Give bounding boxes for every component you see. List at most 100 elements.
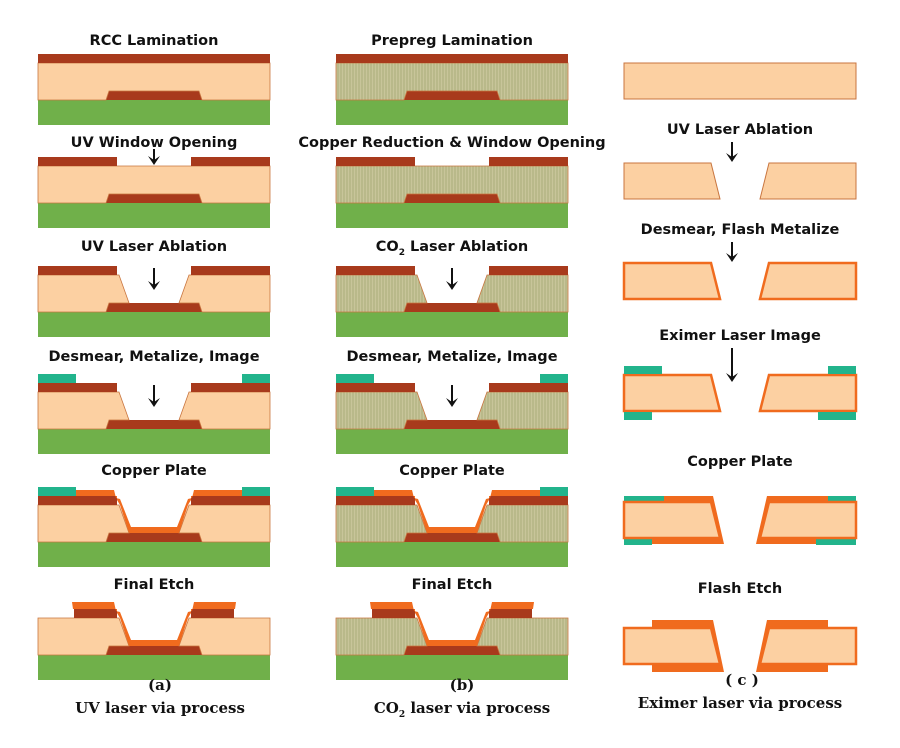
photoresist-left xyxy=(38,374,76,383)
inner-copper-pad xyxy=(106,533,202,542)
process-step xyxy=(623,62,857,100)
top-copper-foil-right xyxy=(191,383,270,392)
step-title: Prepreg Lamination xyxy=(371,33,533,49)
substrate-layer xyxy=(336,655,568,680)
dielectric-layer xyxy=(335,165,569,204)
inner-copper-pad xyxy=(106,646,202,655)
dielectric-right xyxy=(758,626,858,666)
step-title: RCC Lamination xyxy=(90,33,219,49)
dielectric-right xyxy=(758,261,858,301)
down-arrow-icon xyxy=(148,268,160,290)
substrate-layer xyxy=(38,542,270,567)
dielectric-left xyxy=(622,626,722,666)
top-copper-foil-right xyxy=(489,383,568,392)
process-step: UV Laser Ablation xyxy=(623,122,857,200)
down-arrow-icon xyxy=(726,142,738,162)
resist-bottom-left xyxy=(624,538,652,545)
photoresist-right xyxy=(540,374,568,383)
dielectric-left xyxy=(37,617,130,656)
resist-top-left xyxy=(624,366,662,374)
resist-bottom-right xyxy=(818,412,856,420)
inner-copper-pad xyxy=(106,194,202,203)
dielectric-right xyxy=(759,162,857,200)
substrate-layer xyxy=(38,100,270,125)
top-copper-foil-right xyxy=(489,496,568,505)
process-step: Desmear, Metalize, Image xyxy=(335,349,569,454)
dielectric-layer xyxy=(37,62,271,101)
dielectric-left xyxy=(335,504,428,543)
dielectric-right xyxy=(476,617,569,656)
dielectric-left xyxy=(37,504,130,543)
inner-copper-pad xyxy=(106,303,202,312)
substrate-layer xyxy=(38,203,270,228)
step-title: Final Etch xyxy=(114,577,195,593)
inner-copper-pad xyxy=(404,303,500,312)
step-title: UV Laser Ablation xyxy=(81,239,227,255)
caption-co2-laser: CO2 laser via process xyxy=(374,699,550,720)
plated-copper xyxy=(72,602,236,646)
step-title: Desmear, Metalize, Image xyxy=(346,349,557,365)
dielectric-right xyxy=(758,373,858,413)
process-step: Prepreg Lamination xyxy=(335,33,569,125)
plated-copper xyxy=(370,602,534,646)
board-cross-section-laminated xyxy=(37,54,271,125)
step-title: Copper Plate xyxy=(101,463,207,479)
board-cross-section-plated xyxy=(37,487,271,567)
photoresist-left xyxy=(38,487,76,496)
dielectric-left xyxy=(37,391,130,430)
etched-foil-left xyxy=(372,609,415,618)
down-arrow-icon xyxy=(148,149,160,165)
photoresist-right xyxy=(242,487,270,496)
inner-copper-pad xyxy=(106,420,202,429)
board-cross-section-imaged xyxy=(37,374,271,454)
film-cross-section-ablated xyxy=(623,162,857,200)
dielectric-left xyxy=(622,261,722,301)
dielectric-right xyxy=(476,504,569,543)
dielectric-right xyxy=(178,504,271,543)
top-copper-foil xyxy=(38,54,270,63)
caption-co2-pre: CO xyxy=(374,699,399,717)
process-step: CO2 Laser Ablation xyxy=(335,239,569,337)
board-cross-section-etched xyxy=(37,602,271,680)
substrate-layer xyxy=(336,312,568,337)
process-step: Eximer Laser Image xyxy=(622,328,858,420)
caption-uv-laser: UV laser via process xyxy=(75,699,245,717)
top-copper-foil-right xyxy=(191,496,270,505)
resist-bottom-left xyxy=(624,412,652,420)
process-step: Final Etch xyxy=(335,577,569,680)
etched-foil-left xyxy=(74,609,117,618)
process-step: Flash Etch xyxy=(622,581,858,672)
plated-copper xyxy=(374,490,540,533)
dielectric-layer xyxy=(37,165,271,204)
top-copper-foil-left xyxy=(336,157,415,166)
dielectric-left xyxy=(335,274,428,313)
top-copper-foil-right xyxy=(191,266,270,275)
dielectric-film xyxy=(623,62,857,100)
photoresist-left xyxy=(336,374,374,383)
film-cross-section-metalized xyxy=(622,261,858,301)
top-copper-foil-right xyxy=(489,157,568,166)
board-cross-section-ablated xyxy=(37,266,271,337)
caption-letter-a: (a) xyxy=(148,676,172,694)
dielectric-left xyxy=(37,274,130,313)
process-step: RCC Lamination xyxy=(37,33,271,125)
step-title: UV Window Opening xyxy=(71,135,238,151)
dielectric-right xyxy=(476,391,569,430)
inner-copper-pad xyxy=(404,194,500,203)
process-step: Copper Plate xyxy=(622,454,858,545)
inner-copper-pad xyxy=(404,533,500,542)
top-copper-foil-left xyxy=(38,157,117,166)
step-title: Final Etch xyxy=(412,577,493,593)
dielectric-right xyxy=(178,274,271,313)
film-cross-section-etched xyxy=(622,620,858,672)
caption-co2-sub: 2 xyxy=(399,710,405,720)
inner-copper-pad xyxy=(106,91,202,100)
step-title: Copper Plate xyxy=(399,463,505,479)
board-cross-section-etched xyxy=(335,602,569,680)
board-cross-section-imaged xyxy=(335,374,569,454)
resist-top-left xyxy=(624,496,664,503)
caption-letter-c: ( c ) xyxy=(725,671,759,689)
dielectric-left xyxy=(622,373,722,413)
